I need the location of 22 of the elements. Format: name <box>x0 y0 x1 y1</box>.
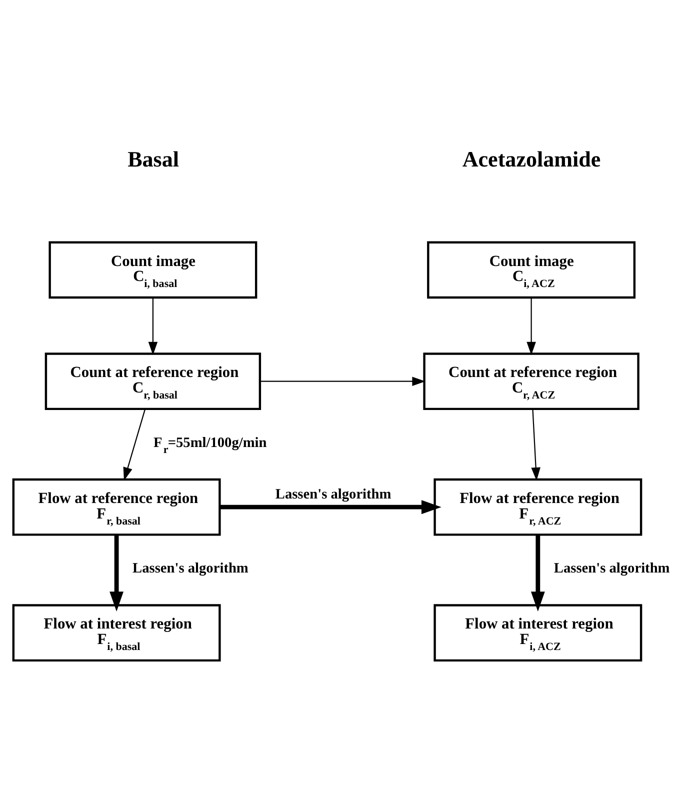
label: Acetazolamide <box>462 146 600 172</box>
arrow <box>148 298 158 356</box>
arrow <box>526 298 536 356</box>
arrow <box>530 534 544 612</box>
node-box: Count image C$_{i, ACZ}$ <box>426 241 636 299</box>
node-box: Flow at interest region F$_{i, basal}$ <box>12 604 220 662</box>
arrow <box>109 534 124 612</box>
node-box: Flow at interest region F$_{i, ACZ}$ <box>433 604 642 662</box>
node-box: Flow at reference region F$_{r, basal}$ <box>12 478 220 536</box>
label: Basal <box>127 146 179 172</box>
node-box: Count at reference region C$_{r, basal}$ <box>44 352 261 410</box>
node-box: Count image C$_{i, basal}$ <box>48 241 257 299</box>
edge-label: Lassen's algorithm <box>132 560 248 577</box>
arrow <box>220 500 441 514</box>
edge-label: F$_{r}$=55ml/100g/min <box>153 434 266 456</box>
arrow <box>530 408 540 481</box>
node-box: Count at reference region C$_{r, ACZ}$ <box>422 352 639 410</box>
arrow <box>260 376 425 386</box>
edge-label: Lassen's algorithm <box>274 486 391 503</box>
edge-label: Lassen's algorithm <box>553 560 670 577</box>
arrow <box>122 408 146 481</box>
node-box: Flow at reference region F$_{r, ACZ}$ <box>433 478 642 536</box>
